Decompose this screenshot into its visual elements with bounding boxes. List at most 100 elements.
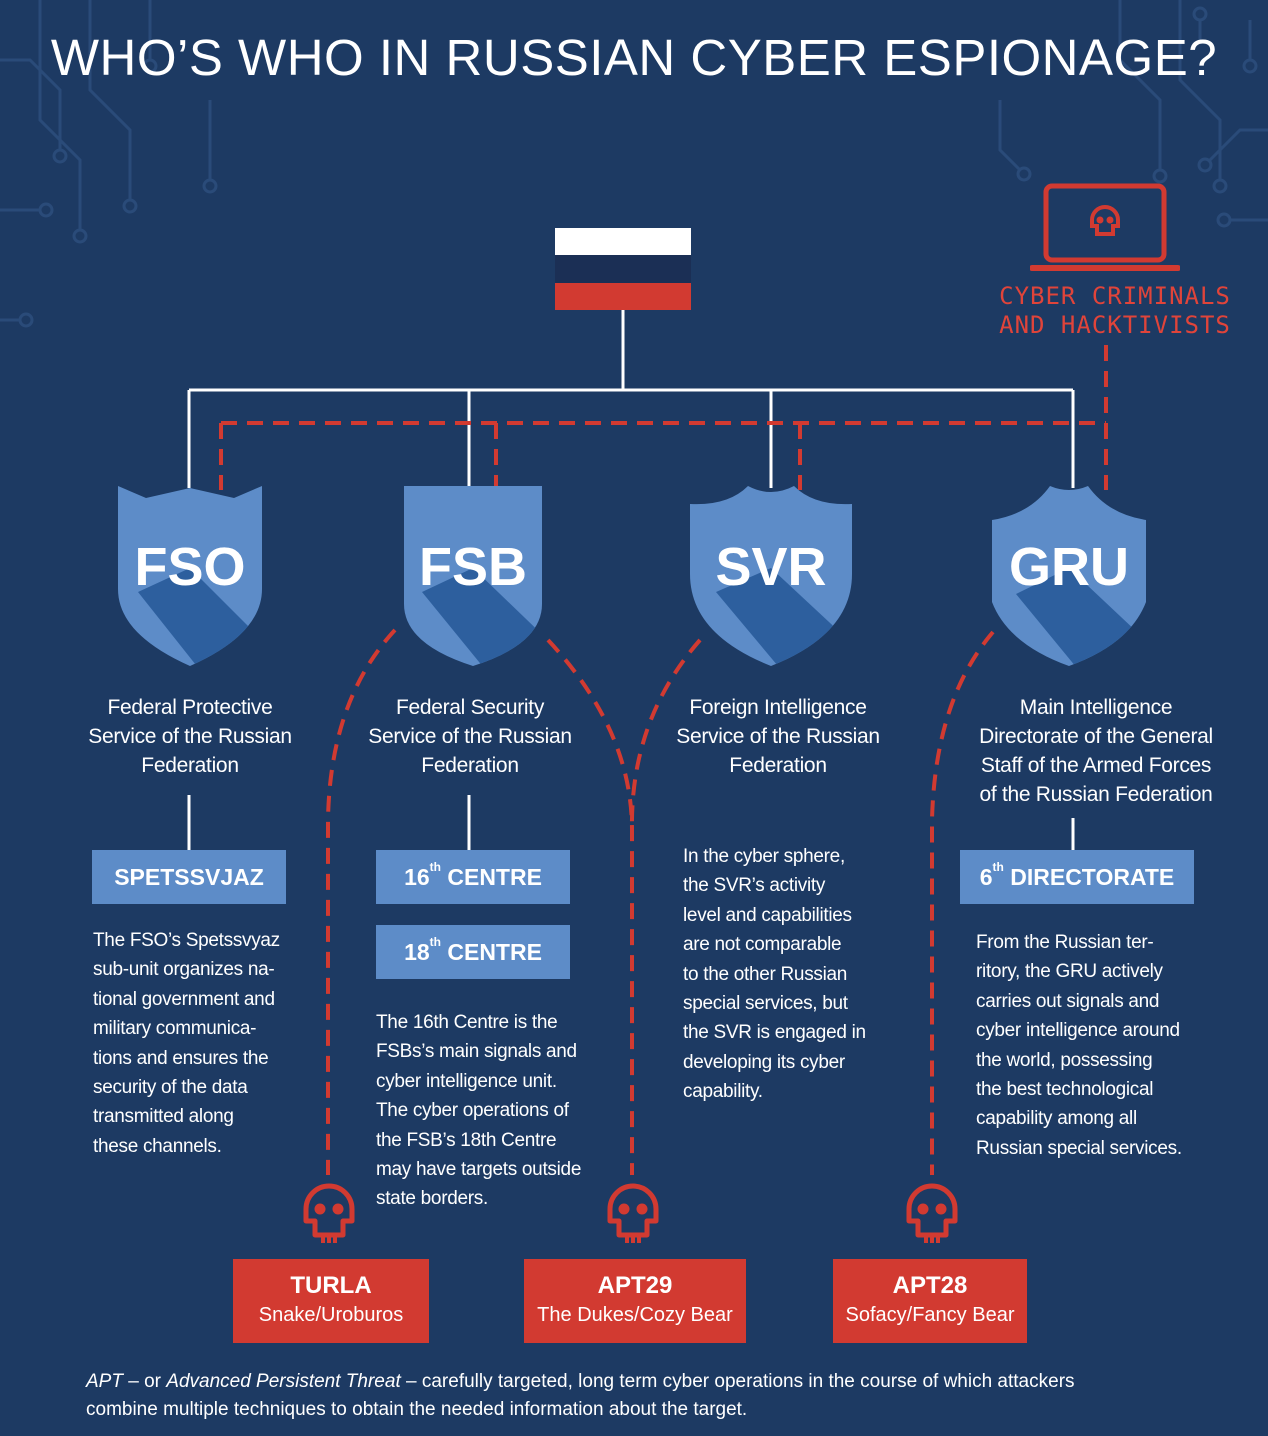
svr-shield <box>690 486 852 666</box>
unit-number: 6 <box>979 864 993 890</box>
description-line: Russian special services. <box>976 1137 1182 1159</box>
cyber-criminals-label: CYBER CRIMINALS AND HACKTIVISTS <box>940 282 1268 340</box>
unit-number: 16 <box>404 864 430 890</box>
skull-icon <box>607 1183 659 1243</box>
fsb-name-line: Federation <box>421 754 519 777</box>
footnote-dash: – <box>400 1371 422 1392</box>
footnote-expansion: Advanced Persistent Threat <box>166 1371 401 1392</box>
description-line: are not comparable <box>683 934 842 956</box>
description-line: In the cyber sphere, <box>683 846 845 867</box>
16th-centre-unit: 16th CENTRE <box>376 850 570 904</box>
gru-abbr: GRU <box>1009 537 1129 597</box>
6th-directorate-unit: 6th DIRECTORATE <box>960 850 1194 904</box>
svr-full-name: Foreign Intelligence Service of the Russ… <box>652 693 904 780</box>
svr-name-line: Service of the Russian <box>676 725 880 748</box>
fsb-name-line: Federal Security <box>395 696 545 719</box>
description-line: FSBs’s main signals and <box>376 1041 577 1063</box>
apt-name: APT28 <box>892 1272 968 1299</box>
svr-name-line: Federation <box>729 754 827 777</box>
fso-name-line: Federal Protective <box>107 696 273 719</box>
description-line: capability. <box>683 1081 763 1103</box>
svr-abbr: SVR <box>715 537 827 597</box>
description-line: security of the data <box>93 1077 248 1099</box>
gru-name-line: Staff of the Armed Forces <box>980 754 1212 777</box>
footnote-line2: combine multiple techniques to obtain th… <box>86 1399 748 1420</box>
footnote-text: carefully targeted, long term cyber oper… <box>421 1371 1075 1392</box>
cyber-criminals-line1: CYBER CRIMINALS <box>999 282 1231 310</box>
description-line: military communica- <box>93 1018 257 1040</box>
description-line: The FSO’s Spetssvyaz <box>93 930 280 951</box>
fso-full-name: Federal Protective Service of the Russia… <box>64 693 316 780</box>
description-line: special services, but <box>683 993 848 1015</box>
spetssvjaz-unit: SPETSSVJAZ <box>92 850 286 904</box>
description-line: tions and ensures the <box>93 1047 269 1069</box>
laptop-skull-icon <box>1030 183 1180 271</box>
description-line: cyber intelligence unit. <box>376 1070 557 1092</box>
flag-stripe-red <box>555 282 691 310</box>
turla-box: TURLA Snake/Uroburos <box>233 1259 429 1343</box>
footnote-line1: APT – or Advanced Persistent Threat – ca… <box>86 1368 1186 1396</box>
description-line: ritory, the GRU actively <box>976 961 1163 983</box>
svr-name-line: Foreign Intelligence <box>689 696 867 719</box>
description-line: level and capabilities <box>683 904 852 926</box>
description-line: the SVR is engaged in <box>683 1022 866 1044</box>
description-line: From the Russian ter- <box>976 932 1154 953</box>
description-line: sub-unit organizes na- <box>93 959 275 981</box>
fso-name-line: Federation <box>141 754 239 777</box>
skull-icon <box>906 1183 958 1243</box>
unit-suffix: th <box>992 860 1004 874</box>
description-line: capability among all <box>976 1108 1137 1130</box>
description-line: these channels. <box>93 1135 222 1157</box>
description-line: state borders. <box>376 1188 488 1210</box>
gru-name-line: of the Russian Federation <box>979 783 1213 806</box>
description-line: The 16th Centre is the <box>376 1012 558 1033</box>
description-line: transmitted along <box>93 1106 234 1128</box>
apt-alias: Sofacy/Fancy Bear <box>845 1304 1015 1326</box>
fsb-full-name: Federal Security Service of the Russian … <box>344 693 596 780</box>
18th-centre-unit: 18th CENTRE <box>376 925 570 979</box>
description-line: tional government and <box>93 988 275 1010</box>
fsb-abbr: FSB <box>419 537 527 597</box>
unit-suffix: th <box>429 860 441 874</box>
unit-suffix: th <box>429 935 441 949</box>
apt-name: TURLA <box>290 1272 372 1299</box>
gru-name-line: Directorate of the General <box>979 725 1213 748</box>
page-title: WHO’S WHO IN RUSSIAN CYBER ESPIONAGE? <box>50 29 1218 86</box>
description-line: developing its cyber <box>683 1051 845 1073</box>
gru-shield <box>992 486 1146 666</box>
description-line: the world, possessing <box>976 1049 1153 1071</box>
apt28-box: APT28 Sofacy/Fancy Bear <box>833 1259 1027 1343</box>
description-line: cyber intelligence around <box>976 1020 1180 1042</box>
fsb-name-line: Service of the Russian <box>368 725 572 748</box>
flag-stripe-white <box>555 228 691 256</box>
skull-icon <box>303 1183 355 1243</box>
description-line: the best technological <box>976 1079 1154 1101</box>
apt-alias: Snake/Uroburos <box>258 1304 404 1326</box>
fso-name-line: Service of the Russian <box>88 725 292 748</box>
fsb-shield <box>404 486 542 666</box>
unit-word: CENTRE <box>447 864 542 890</box>
description-line: the FSB’s 18th Centre <box>376 1129 557 1151</box>
footnote-term: APT <box>86 1371 123 1392</box>
footnote-dash: – or <box>122 1371 167 1392</box>
unit-word: CENTRE <box>447 939 542 965</box>
red-dashed-links <box>219 345 1108 1175</box>
description-line: to the other Russian <box>683 963 848 985</box>
apt-name: APT29 <box>597 1272 673 1299</box>
gru-description: From the Russian ter- ritory, the GRU ac… <box>976 928 1226 1163</box>
description-line: carries out signals and <box>976 990 1160 1012</box>
unit-word: DIRECTORATE <box>1010 864 1175 890</box>
fso-description: The FSO’s Spetssvyaz sub-unit organizes … <box>93 926 323 1161</box>
svr-description: In the cyber sphere, the SVR’s activity … <box>683 842 913 1107</box>
fso-abbr: FSO <box>134 537 246 597</box>
apt-alias: The Dukes/Cozy Bear <box>537 1304 733 1326</box>
description-line: the SVR’s activity <box>683 875 826 897</box>
cyber-criminals-line2: AND HACKTIVISTS <box>999 311 1231 339</box>
apt29-box: APT29 The Dukes/Cozy Bear <box>524 1259 746 1343</box>
gru-full-name: Main Intelligence Directorate of the Gen… <box>946 693 1246 809</box>
org-tree-lines <box>187 310 1075 850</box>
russian-flag <box>555 228 691 310</box>
